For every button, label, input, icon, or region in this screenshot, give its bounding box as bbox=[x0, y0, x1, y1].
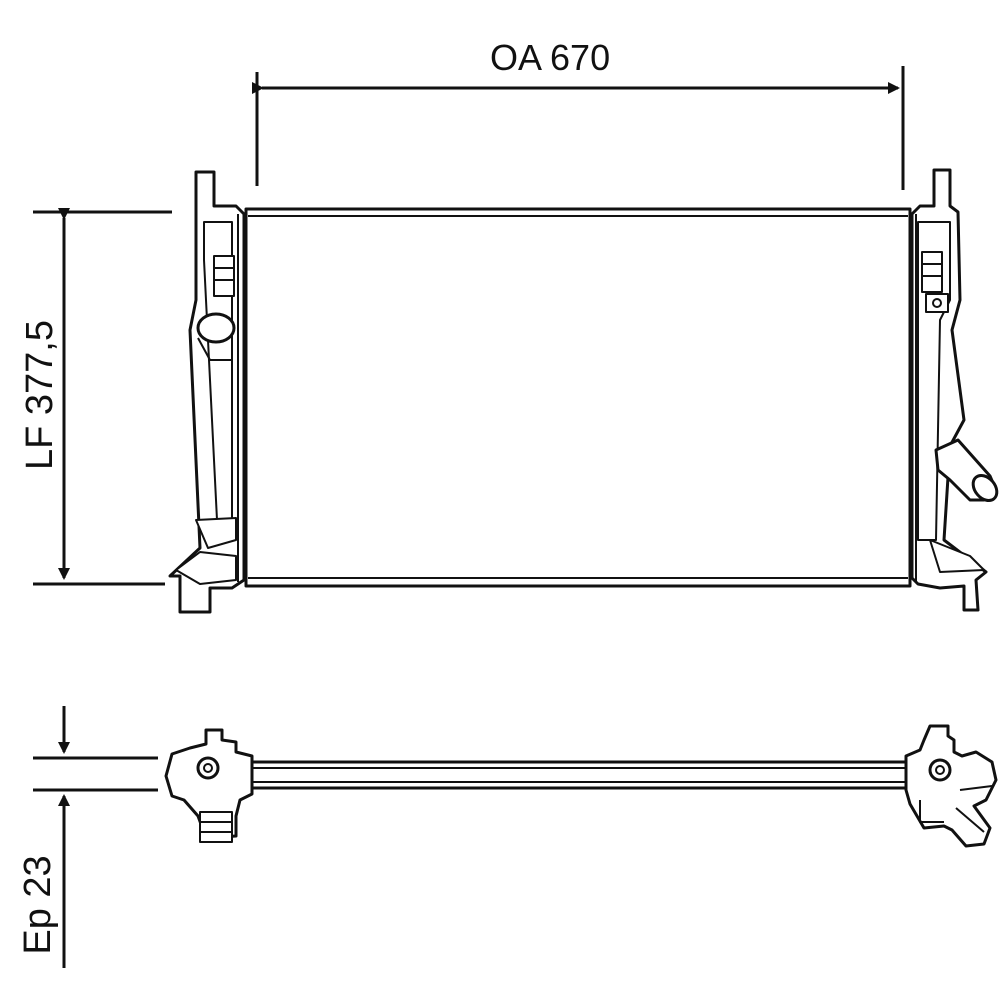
core-height-dimension bbox=[33, 208, 172, 586]
radiator-top-view bbox=[164, 724, 998, 848]
left-end-top bbox=[164, 728, 254, 843]
left-tank bbox=[168, 170, 246, 614]
radiator-front-view bbox=[168, 168, 999, 614]
core-height-label: LF 377,5 bbox=[19, 320, 61, 470]
overall-width-dimension bbox=[252, 66, 905, 190]
right-tank bbox=[910, 168, 999, 612]
overall-width-label: OA 670 bbox=[490, 37, 611, 78]
core-thickness-label: Ep 23 bbox=[17, 855, 59, 955]
right-end-top bbox=[904, 724, 998, 848]
radiator-core bbox=[244, 207, 912, 588]
core-thickness-dimension bbox=[33, 706, 158, 968]
radiator-core-top bbox=[238, 760, 918, 790]
